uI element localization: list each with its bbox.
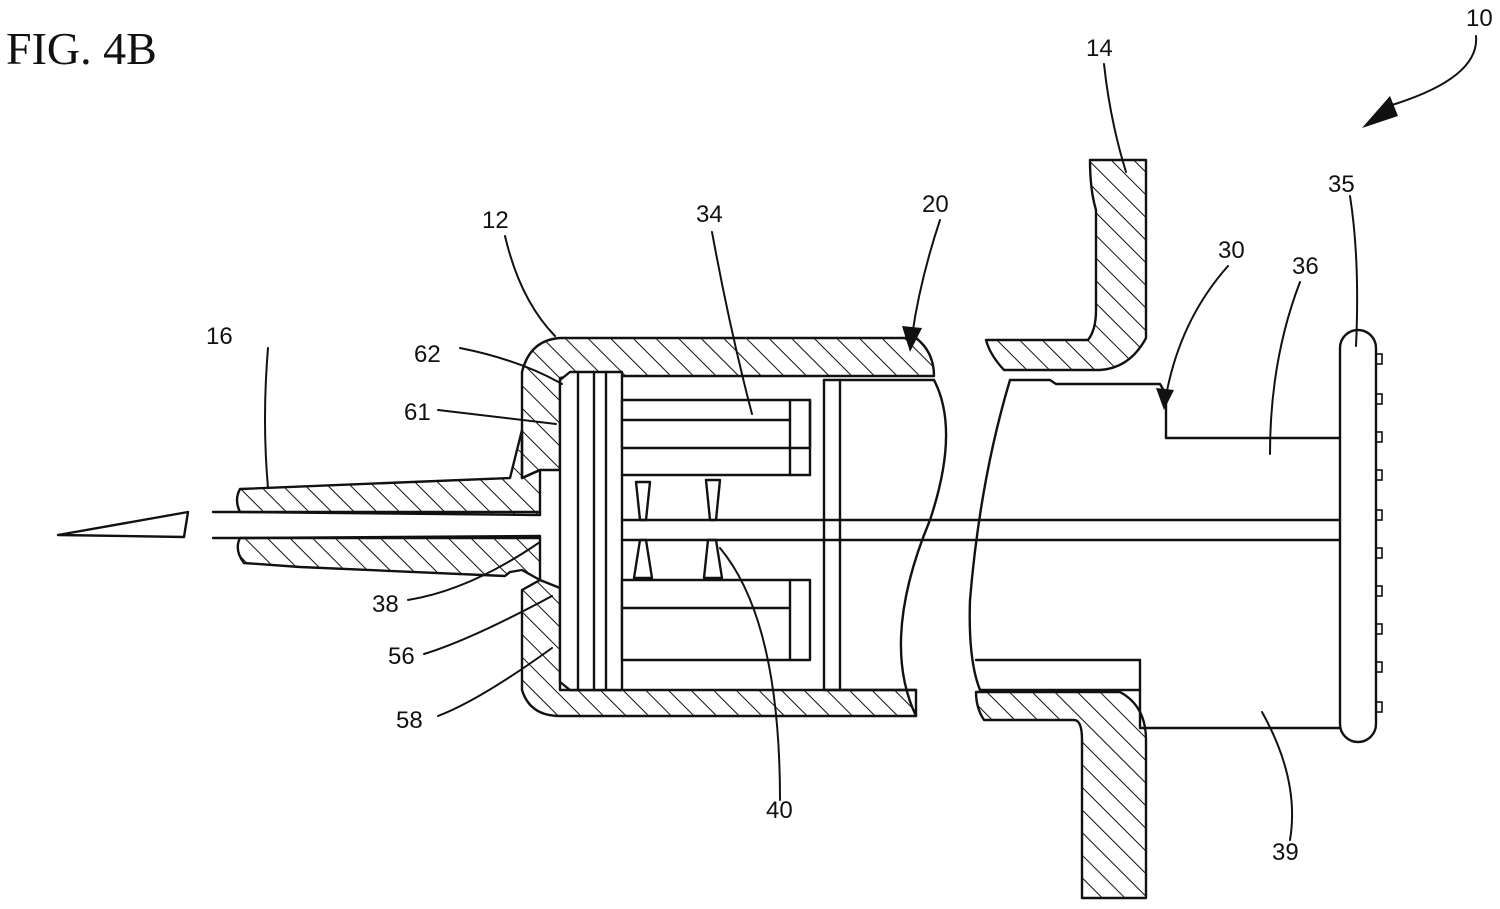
label-40: 40 [766, 797, 793, 824]
label-14: 14 [1086, 35, 1113, 62]
thumb-press [1340, 330, 1382, 742]
needle-tip [58, 512, 188, 537]
label-20: 20 [922, 191, 949, 218]
needle-hub [213, 430, 540, 580]
label-30: 30 [1218, 237, 1245, 264]
label-56: 56 [388, 643, 415, 670]
arrow-20 [902, 220, 940, 352]
label-36: 36 [1292, 253, 1319, 280]
plunger-rod [970, 380, 1340, 728]
label-61: 61 [404, 399, 431, 426]
label-58: 58 [396, 707, 423, 734]
label-12: 12 [482, 207, 509, 234]
plunger-stopper [560, 372, 1340, 716]
arrow-30 [1156, 266, 1228, 410]
finger-flange [976, 160, 1146, 898]
label-35: 35 [1328, 171, 1355, 198]
figure-title: FIG. 4B [6, 23, 157, 74]
spring-element [634, 480, 722, 578]
label-39: 39 [1272, 839, 1299, 866]
label-10: 10 [1466, 5, 1493, 32]
label-34: 34 [696, 201, 723, 228]
label-16: 16 [206, 323, 233, 350]
label-62: 62 [414, 341, 441, 368]
reference-numerals: 16 12 62 61 38 56 58 34 40 20 14 30 36 3… [206, 5, 1493, 866]
label-38: 38 [372, 591, 399, 618]
arrow-10 [1362, 36, 1476, 128]
